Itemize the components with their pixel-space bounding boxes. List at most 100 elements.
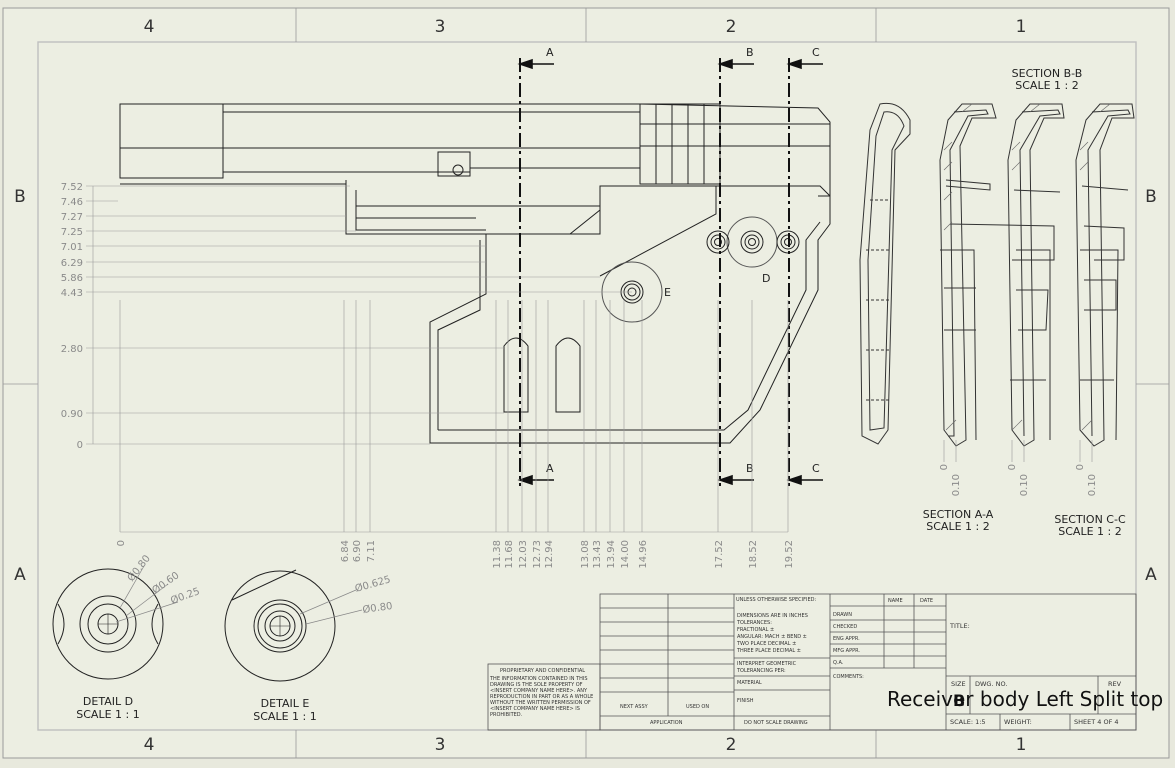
zone-col-1-bottom: 1 [1016, 735, 1027, 755]
zone-row-b-left: B [14, 187, 26, 207]
tb-unless-noted: UNLESS OTHERWISE SPECIFIED: [736, 597, 816, 603]
detail-e-leaders [299, 589, 363, 625]
tb-tol-3: ANGULAR: MACH ± BEND ± [737, 634, 807, 640]
tb-sheet: SHEET 4 OF 4 [1074, 718, 1119, 726]
tb-tol-5: THREE PLACE DECIMAL ± [736, 648, 801, 654]
ordinate-y-label: 7.27 [61, 212, 83, 223]
tb-material: MATERIAL [737, 680, 762, 686]
detail-marker-e: E [664, 286, 671, 299]
ordinate-x-label: 11.38 [492, 540, 503, 569]
ordinate-y-dimensions: 7.527.467.277.257.016.295.864.432.800.90… [61, 182, 632, 451]
tb-role-drawn: DRAWN [833, 612, 852, 618]
section-aa-title: SECTION A-A [923, 508, 994, 521]
tb-interpret-0: INTERPRET GEOMETRIC [737, 661, 797, 667]
zone-col-2-top: 2 [726, 17, 737, 37]
tb-date-col: DATE [920, 598, 933, 604]
tb-proprietary-2: <INSERT COMPANY NAME HERE>. ANY [490, 688, 588, 694]
ordinate-y-label: 5.86 [61, 273, 83, 284]
section-marker-b-top: B [746, 46, 754, 59]
section-cc-dim-1: 0.10 [1087, 474, 1098, 496]
ordinate-x-label: 12.73 [532, 540, 543, 569]
zone-labels: 4 3 2 1 4 3 2 1 B A B A [14, 17, 1157, 755]
tb-role-qa: Q.A. [833, 660, 844, 666]
ordinate-x-label: 18.52 [748, 540, 759, 569]
detail-d-title: DETAIL D [83, 695, 133, 708]
section-mid-dim-1: 0.10 [1019, 474, 1030, 496]
ordinate-y-label: 7.25 [61, 227, 83, 238]
tb-tol-2: FRACTIONAL ± [737, 627, 774, 633]
tb-proprietary-5: <INSERT COMPANY NAME HERE> IS [490, 706, 580, 712]
zone-col-1-top: 1 [1016, 17, 1027, 37]
tb-interpret-1: TOLERANCING PER: [736, 668, 786, 674]
tb-size-label: SIZE [951, 680, 966, 688]
tb-used-on: USED ON [686, 704, 709, 710]
zone-col-3-top: 3 [435, 17, 446, 37]
detail-d-leaders [115, 565, 179, 623]
tb-scale: SCALE: 1:5 [950, 718, 986, 726]
section-marker-b-bottom: B [746, 462, 754, 475]
tb-role-eng: ENG APPR. [833, 636, 860, 642]
ordinate-x-label: 12.03 [518, 540, 529, 569]
tb-proprietary-0: THE INFORMATION CONTAINED IN THIS [489, 676, 588, 682]
ordinate-x-label: 13.08 [580, 540, 591, 569]
ordinate-y-label: 0.90 [61, 409, 83, 420]
tb-do-not-scale: DO NOT SCALE DRAWING [744, 720, 808, 726]
zone-col-4-bottom: 4 [144, 735, 155, 755]
ordinate-y-label: 7.01 [61, 242, 83, 253]
tb-tol-0: DIMENSIONS ARE IN INCHES [737, 613, 808, 619]
zone-col-4-top: 4 [144, 17, 155, 37]
ordinate-x-label: 7.11 [366, 540, 377, 562]
section-aa-scale: SCALE 1 : 2 [926, 520, 989, 533]
ordinate-x-label: 11.68 [504, 540, 515, 569]
tb-proprietary-title: PROPRIETARY AND CONFIDENTIAL [500, 668, 585, 674]
zone-col-3-bottom: 3 [435, 735, 446, 755]
section-cutting-lines [519, 58, 790, 486]
tb-role-mfg: MFG APPR. [833, 648, 860, 654]
ordinate-y-label: 6.29 [61, 258, 83, 269]
tb-title-clip: Receiver body Left Split top [887, 687, 1163, 711]
ordinate-x-label: 17.52 [714, 540, 725, 569]
tb-finish: FINISH [737, 698, 754, 704]
tb-name-col: NAME [888, 598, 903, 604]
section-marker-c-top: C [812, 46, 820, 59]
tb-application: APPLICATION [650, 720, 683, 726]
zone-row-a-right: A [1145, 565, 1157, 585]
zone-col-2-bottom: 2 [726, 735, 737, 755]
tb-weight: WEIGHT: [1004, 718, 1032, 726]
ordinate-x-label: 0 [116, 540, 127, 546]
tb-dwg-label: DWG. NO. [975, 680, 1007, 688]
section-cc-dim-0: 0 [1075, 464, 1086, 470]
detail-marker-d: D [762, 272, 770, 285]
ordinate-y-label: 0 [77, 440, 83, 451]
tb-role-checked: CHECKED [833, 624, 857, 630]
ordinate-x-label: 6.90 [352, 540, 363, 562]
section-view-profiles [859, 102, 1135, 447]
tb-proprietary-1: DRAWING IS THE SOLE PROPERTY OF [490, 682, 583, 688]
tb-proprietary-3: REPRODUCTION IN PART OR AS A WHOLE [490, 694, 593, 700]
tb-proprietary-6: PROHIBITED. [490, 712, 523, 718]
tb-drawing-title: Receiver body Left Split top [887, 687, 1163, 711]
ordinate-x-label: 14.96 [638, 540, 649, 569]
ordinate-y-label: 4.43 [61, 288, 83, 299]
detail-d-scale: SCALE 1 : 1 [76, 708, 139, 721]
ordinate-x-label: 14.00 [620, 540, 631, 569]
detail-e-scale: SCALE 1 : 1 [253, 710, 316, 723]
ordinate-y-label: 7.52 [61, 182, 83, 193]
detail-e-dim-1: Ø0.80 [362, 600, 394, 616]
tb-role-comments: COMMENTS: [833, 674, 864, 680]
section-marker-a-bottom: A [546, 462, 554, 475]
section-arrows [517, 58, 823, 486]
section-aa-dim-1: 0.10 [951, 474, 962, 496]
zone-row-a-left: A [14, 565, 26, 585]
ordinate-x-label: 19.52 [784, 540, 795, 569]
section-bb-scale: SCALE 1 : 2 [1015, 79, 1078, 92]
tb-size-value: B [953, 691, 965, 710]
tb-proprietary-4: WITHOUT THE WRITTEN PERMISSION OF [490, 700, 591, 706]
section-cc-title: SECTION C-C [1054, 513, 1126, 526]
section-mid-dim-0: 0 [1007, 464, 1018, 470]
ordinate-x-label: 13.94 [606, 540, 617, 569]
detail-d-view [52, 568, 164, 680]
title-block-grid [487, 593, 1137, 731]
ordinate-y-label: 7.46 [61, 197, 83, 208]
